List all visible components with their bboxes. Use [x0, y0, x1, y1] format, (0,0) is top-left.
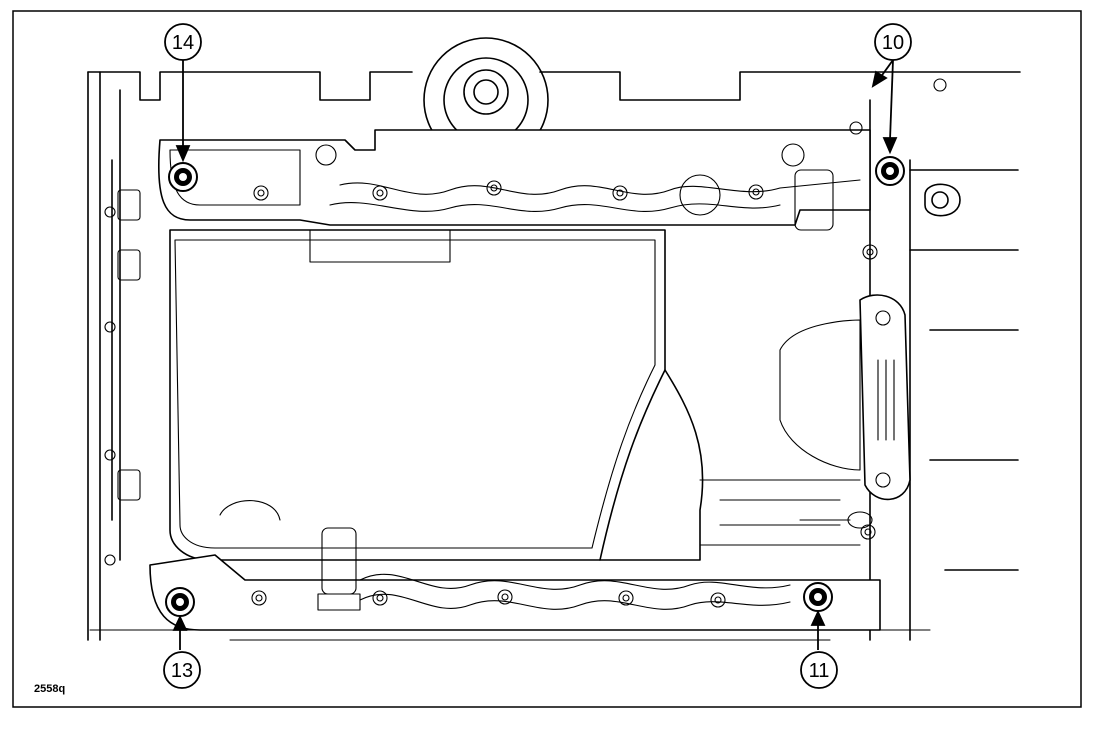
bolt-14	[168, 162, 198, 192]
bolt-10	[875, 156, 905, 186]
bolt-13	[165, 587, 195, 617]
callout-13: 13	[163, 651, 201, 689]
flange-bolt-heads	[251, 78, 947, 608]
callout-14-label: 14	[172, 32, 194, 54]
figure-frame	[12, 10, 1082, 708]
callout-14: 14	[164, 23, 202, 61]
callout-13-label: 13	[171, 660, 193, 682]
callout-11: 11	[800, 651, 838, 689]
callout-10: 10	[874, 23, 912, 61]
figure-id: 2558q	[34, 683, 65, 695]
callout-10-label: 10	[882, 32, 904, 54]
callout-leaders	[172, 59, 898, 650]
left-bolt-column	[104, 189, 141, 566]
callout-11-label: 11	[809, 660, 830, 682]
bolt-11	[803, 582, 833, 612]
engine-drawing	[87, 37, 1021, 641]
